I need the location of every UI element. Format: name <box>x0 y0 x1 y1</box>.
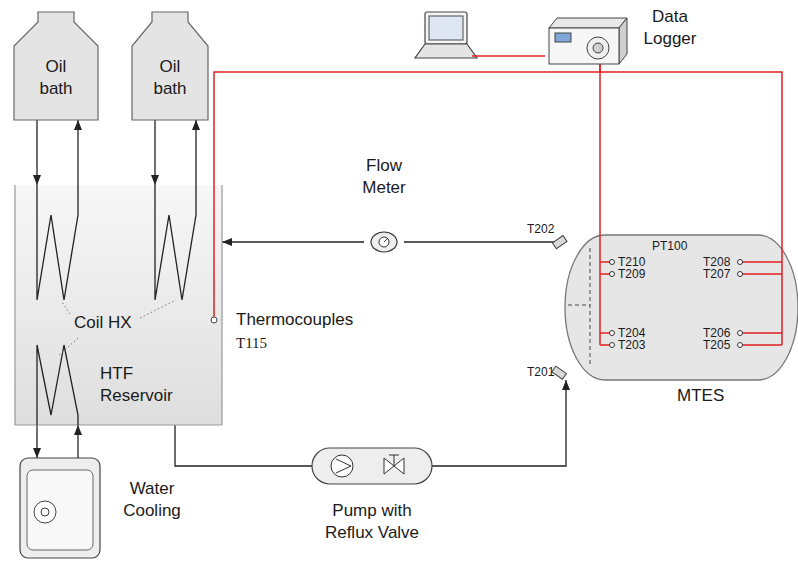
laptop-cable <box>472 55 545 57</box>
pipe-line <box>155 120 196 185</box>
port-tag: T201 <box>527 366 554 378</box>
connector-path <box>154 120 155 185</box>
oil-bath: Oil bath <box>14 12 98 120</box>
data-logger-shape <box>545 18 627 64</box>
htf-reservoir: HTF Reservoir <box>15 185 222 425</box>
mtes-tank: MTES <box>565 235 798 380</box>
pipe-line <box>175 425 312 466</box>
connector-path <box>432 380 566 466</box>
sensor-tag: T209 <box>618 268 645 280</box>
sensor-tag: T206 <box>703 327 730 339</box>
connector-path <box>77 425 78 458</box>
sensor-tag: T203 <box>618 339 645 351</box>
pipe-line <box>37 120 78 185</box>
sensor-tag: T204 <box>618 327 645 339</box>
port-tag: T202 <box>527 223 554 235</box>
part-label: Coil HX <box>74 314 132 331</box>
signal-wire <box>600 64 782 235</box>
pipe-line <box>37 425 78 458</box>
pipe-line <box>404 242 565 243</box>
connector-path <box>404 241 565 242</box>
node-label: MTES <box>677 385 737 407</box>
oil-bath: Oil bath <box>132 12 208 120</box>
node-label: HTF Reservoir <box>100 363 200 407</box>
connector-path <box>175 425 312 466</box>
node-label: Pump with Reflux Valve <box>317 500 427 544</box>
node-label: Oil bath <box>31 56 81 100</box>
laptop-icon <box>415 12 477 58</box>
sensor-tag: T115 <box>236 336 267 351</box>
pipe-line <box>432 380 566 466</box>
sensor-tag: T207 <box>703 268 730 280</box>
water-cooler: Water Cooling <box>20 458 100 558</box>
pipe-line <box>222 242 364 243</box>
flow-meter-shape <box>364 231 404 253</box>
node-label: Oil bath <box>145 56 195 100</box>
node-label: Data Logger <box>635 6 705 50</box>
pump-valve-shape <box>312 448 432 484</box>
connector-path <box>214 64 600 185</box>
sensor-tag: T205 <box>703 339 730 351</box>
flow-meter: Flow Meter <box>364 231 404 253</box>
pump-valve: Pump with Reflux Valve <box>312 448 432 484</box>
connector-path <box>600 72 782 235</box>
connector-path <box>36 120 37 185</box>
connector-path <box>36 425 37 458</box>
water-cooler-shape <box>20 458 100 558</box>
connector-path <box>195 120 196 185</box>
signal-wire <box>214 64 600 185</box>
connector-path <box>222 241 364 242</box>
sensor-tag: T210 <box>618 256 645 268</box>
node-label: Water Cooling <box>117 478 187 522</box>
connector-path <box>77 120 78 185</box>
part-label: Thermocouples <box>236 311 353 328</box>
mtes-tank-shape <box>565 235 798 380</box>
sensor-tag: T208 <box>703 256 730 268</box>
node-label: Flow Meter <box>349 155 419 199</box>
sensor-tag: PT100 <box>652 240 687 252</box>
connector-path <box>599 64 601 235</box>
data-logger: Data Logger <box>545 18 627 64</box>
